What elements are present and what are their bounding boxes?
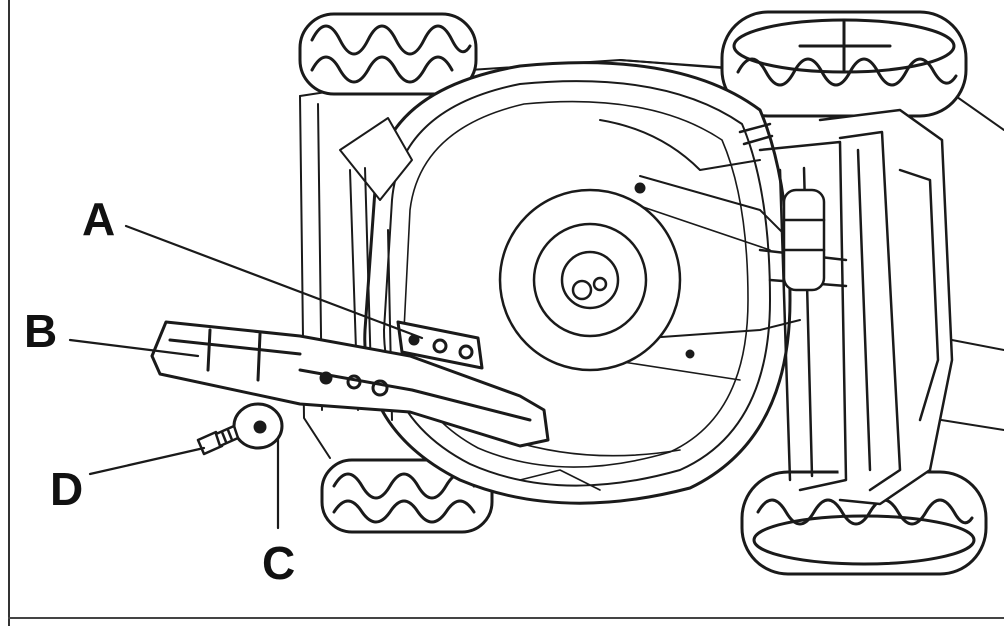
blade-holder bbox=[396, 320, 484, 370]
label-d: D bbox=[50, 463, 84, 515]
bolt bbox=[196, 424, 240, 456]
wheel-bottom-left bbox=[320, 458, 494, 534]
blade bbox=[150, 320, 550, 448]
left-frame-edge bbox=[8, 0, 10, 626]
wheel-top-right bbox=[720, 10, 968, 118]
bottom-frame-edge bbox=[8, 617, 1004, 619]
label-a: A bbox=[82, 193, 116, 245]
label-b: B bbox=[24, 305, 58, 357]
engine-side-housing bbox=[738, 108, 954, 506]
motor-hub bbox=[498, 188, 682, 372]
leader-lines bbox=[68, 224, 424, 530]
leader-line-b bbox=[68, 338, 200, 358]
leader-line-d bbox=[88, 446, 206, 476]
leader-line-a bbox=[124, 224, 424, 340]
washer bbox=[232, 402, 284, 450]
wheel-top-left bbox=[298, 12, 478, 96]
label-c: C bbox=[262, 537, 296, 589]
